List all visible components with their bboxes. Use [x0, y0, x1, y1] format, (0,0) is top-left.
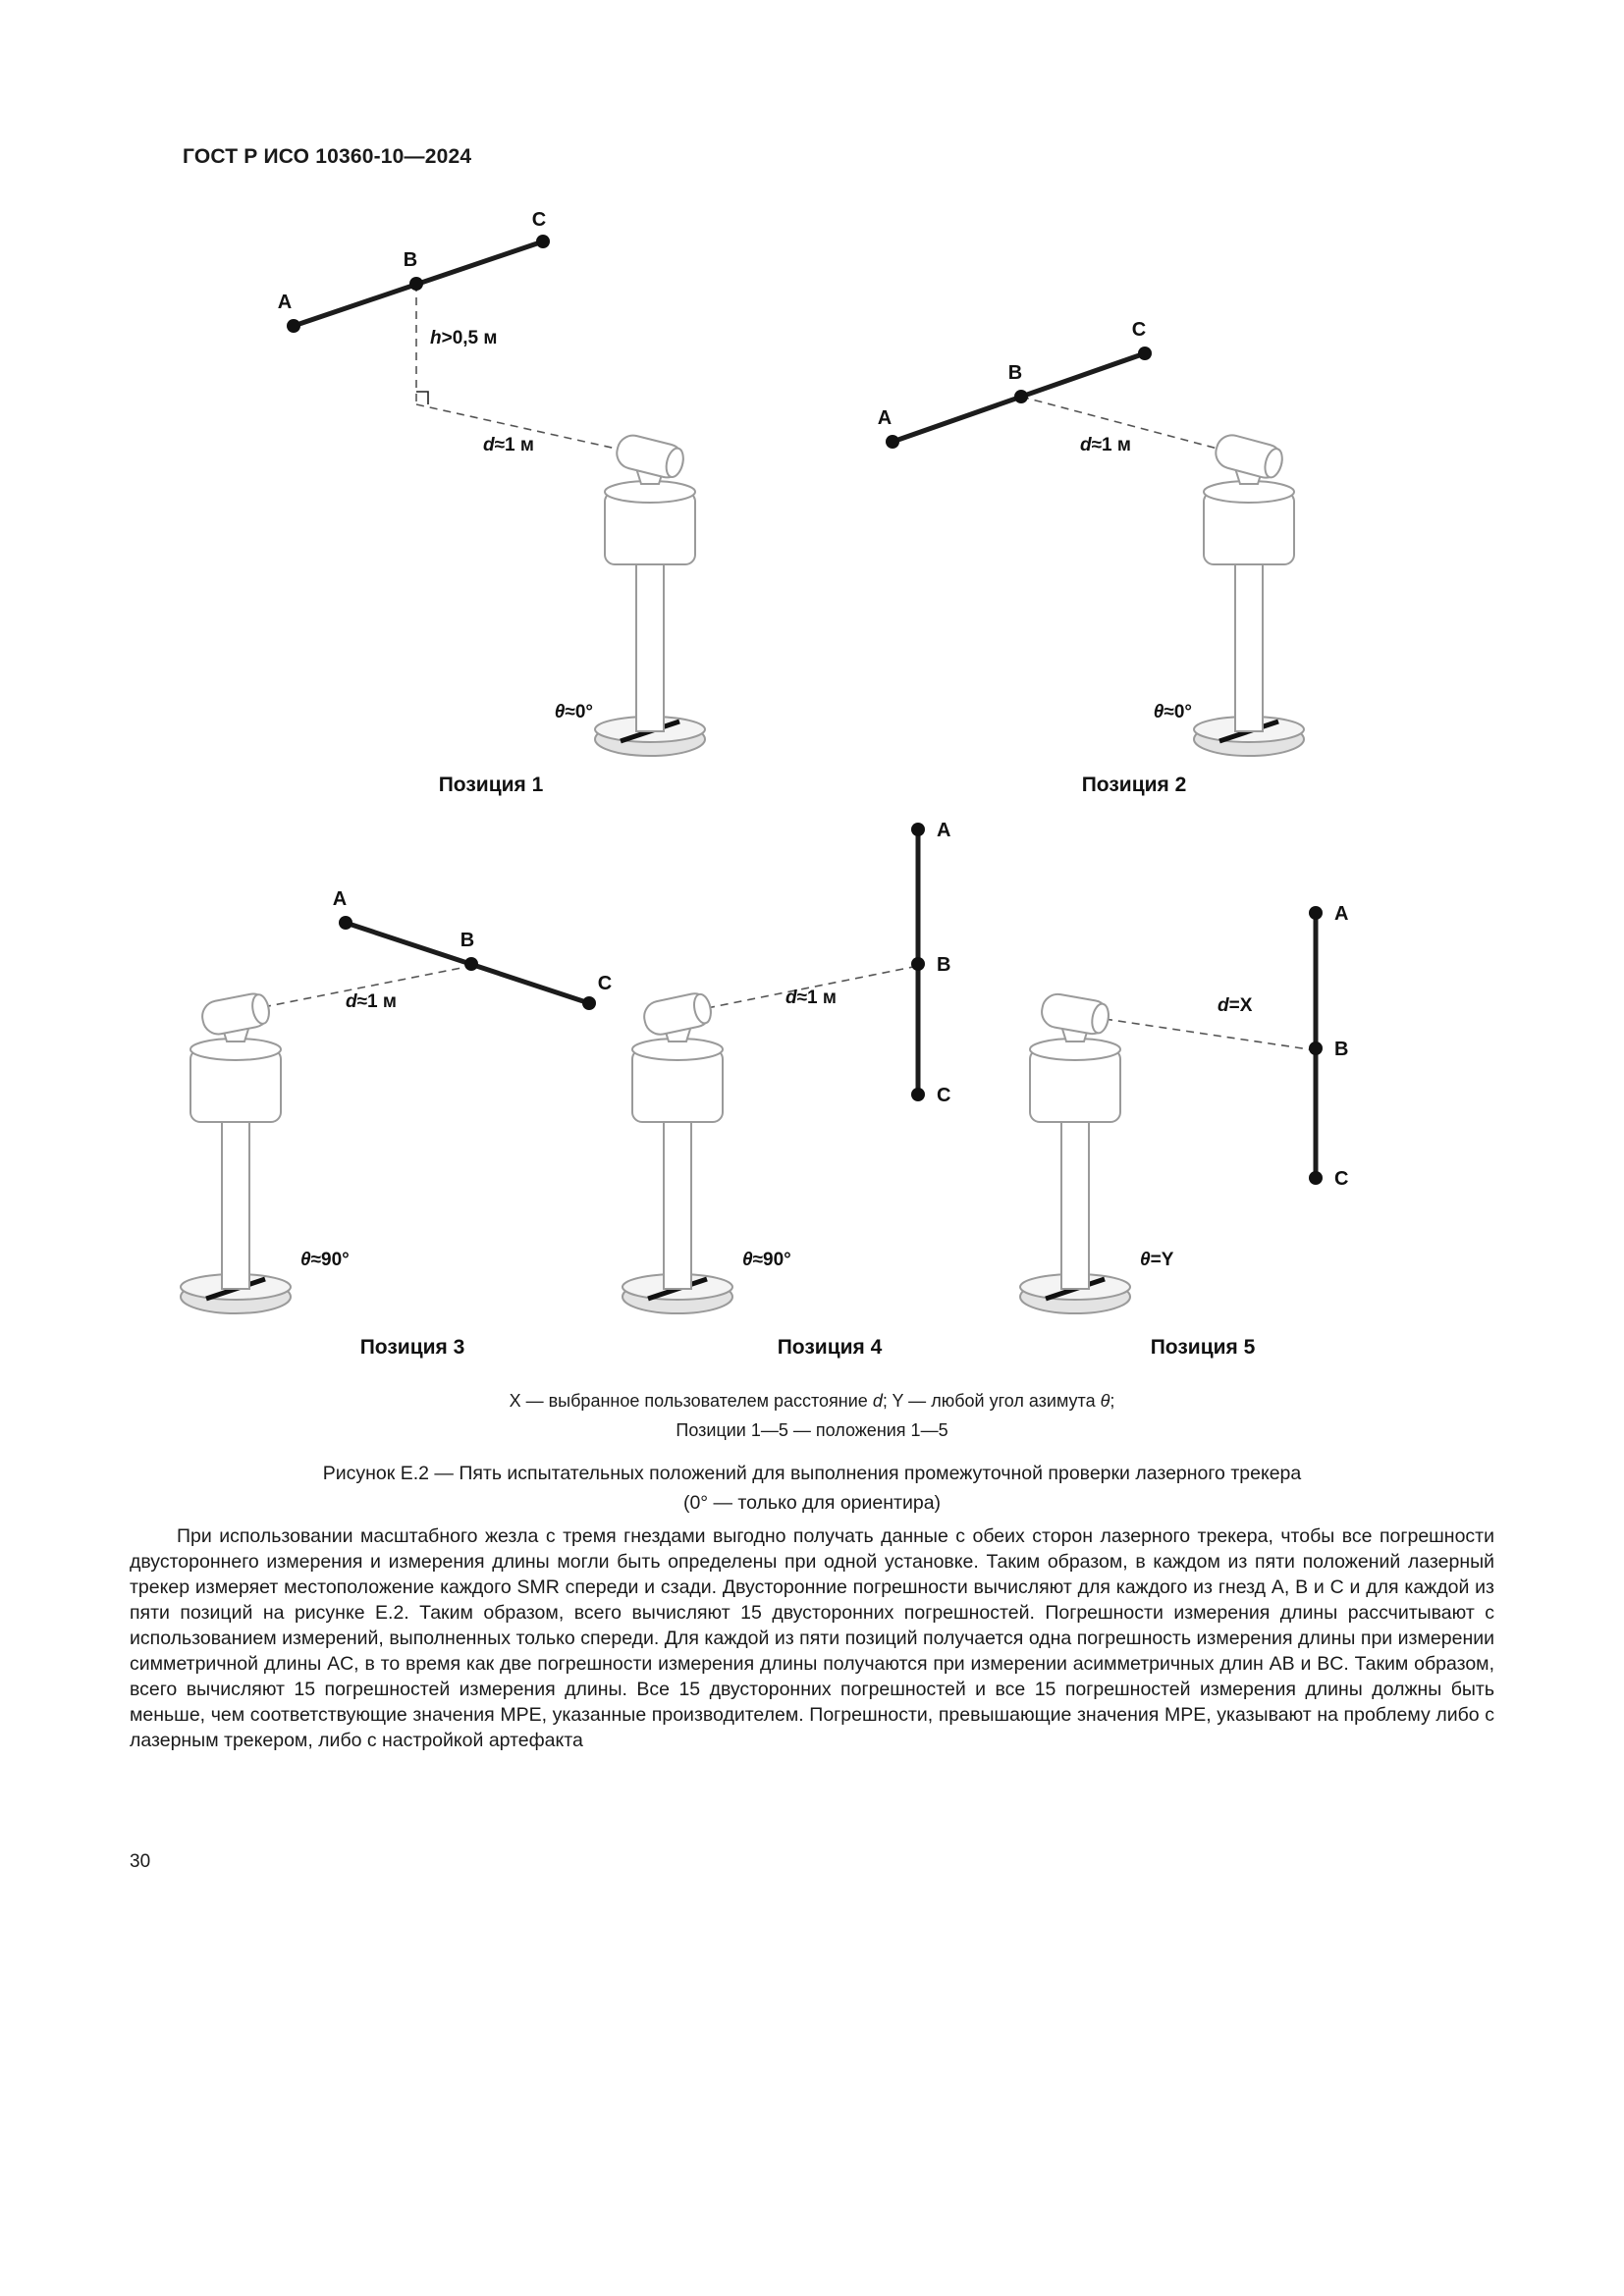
position-2-label: Позиция 2 [1082, 774, 1187, 796]
position-2-diagram: A B C d≈1 м θ≈0° Позиция 2 [878, 319, 1304, 796]
tracker-head [1038, 990, 1112, 1038]
laser-tracker [595, 468, 705, 756]
point-c [582, 996, 596, 1010]
point-c [1138, 347, 1152, 360]
laser-tracker [1020, 1026, 1130, 1313]
distance-label: d≈1 м [346, 991, 397, 1012]
point-c-label: C [1334, 1168, 1348, 1190]
azimuth-label: θ=Y [1140, 1250, 1174, 1270]
figure-e2-diagram: A B C h>0,5 м d≈1 м θ≈0° Позиция 1 A B C… [0, 209, 1348, 1359]
distance-label: d≈1 м [483, 435, 534, 455]
point-b [409, 277, 423, 291]
point-b [911, 957, 925, 971]
position-3-label: Позиция 3 [360, 1336, 465, 1359]
point-a-label: A [333, 888, 347, 910]
figure-legend-line1: X — выбранное пользователем расстояние d… [509, 1391, 1115, 1411]
position-1-label: Позиция 1 [439, 774, 544, 796]
page-header: ГОСТ Р ИСО 10360-10—2024 [183, 145, 472, 168]
tracker-head [612, 431, 688, 482]
position-3-diagram: A B C d≈1 м θ≈90° Позиция 3 [181, 888, 612, 1359]
body-paragraph: При использовании масштабного жезла с тр… [130, 1525, 1494, 1751]
azimuth-label: θ≈90° [300, 1250, 350, 1270]
tracker-head [640, 989, 715, 1039]
azimuth-label: θ≈0° [555, 702, 593, 722]
point-c-label: C [937, 1085, 950, 1106]
figure-caption-line1: Рисунок Е.2 — Пять испытательных положен… [322, 1463, 1302, 1484]
point-c-label: C [532, 209, 546, 231]
point-a-label: A [878, 407, 892, 429]
point-a-label: A [1334, 903, 1348, 925]
laser-tracker [623, 1026, 732, 1313]
distance-line [1020, 396, 1218, 450]
distance-line [706, 965, 919, 1009]
right-angle-mark [416, 391, 429, 404]
figure-legend-line2: Позиции 1—5 — положения 1—5 [676, 1420, 948, 1440]
tracker-head [198, 989, 273, 1039]
figure-caption: Рисунок Е.2 — Пять испытательных положен… [130, 1459, 1494, 1518]
azimuth-label: θ≈0° [1154, 702, 1192, 722]
figure-caption-line2: (0° — только для ориентира) [682, 1492, 942, 1514]
point-c [911, 1088, 925, 1101]
laser-tracker [1194, 468, 1304, 756]
position-1-diagram: A B C h>0,5 м d≈1 м θ≈0° Позиция 1 [278, 209, 705, 796]
point-b [1014, 390, 1028, 403]
position-4-label: Позиция 4 [778, 1336, 883, 1359]
point-a [287, 319, 300, 333]
laser-tracker [181, 1026, 291, 1313]
distance-line [1104, 1018, 1317, 1051]
point-b-label: B [1008, 362, 1022, 384]
point-b [464, 957, 478, 971]
point-b-label: B [404, 249, 417, 271]
azimuth-label: θ≈90° [742, 1250, 791, 1270]
distance-label: d≈1 м [785, 988, 837, 1008]
page-number: 30 [130, 1851, 151, 1872]
point-c-label: C [1132, 319, 1146, 341]
point-a [339, 916, 352, 930]
distance-line [415, 403, 622, 451]
point-b [1309, 1041, 1323, 1055]
point-a [1309, 906, 1323, 920]
position-5-label: Позиция 5 [1151, 1336, 1256, 1359]
height-label: h>0,5 м [430, 328, 497, 348]
point-c-label: C [598, 973, 612, 994]
point-a [886, 435, 899, 449]
point-c [536, 235, 550, 248]
point-b-label: B [1334, 1039, 1348, 1060]
point-a-label: A [278, 292, 292, 313]
figure-legend: X — выбранное пользователем расстояние d… [130, 1386, 1494, 1445]
position-4-diagram: A B C d≈1 м θ≈90° Позиция 4 [623, 820, 950, 1359]
distance-label: d=X [1218, 995, 1253, 1016]
tracker-head [1211, 430, 1287, 483]
point-a [911, 823, 925, 836]
point-b-label: B [460, 930, 474, 951]
point-b-label: B [937, 954, 950, 976]
position-5-diagram: A B C d=X θ=Y Позиция 5 [1020, 903, 1348, 1359]
point-c [1309, 1171, 1323, 1185]
distance-label: d≈1 м [1080, 435, 1131, 455]
point-a-label: A [937, 820, 950, 841]
